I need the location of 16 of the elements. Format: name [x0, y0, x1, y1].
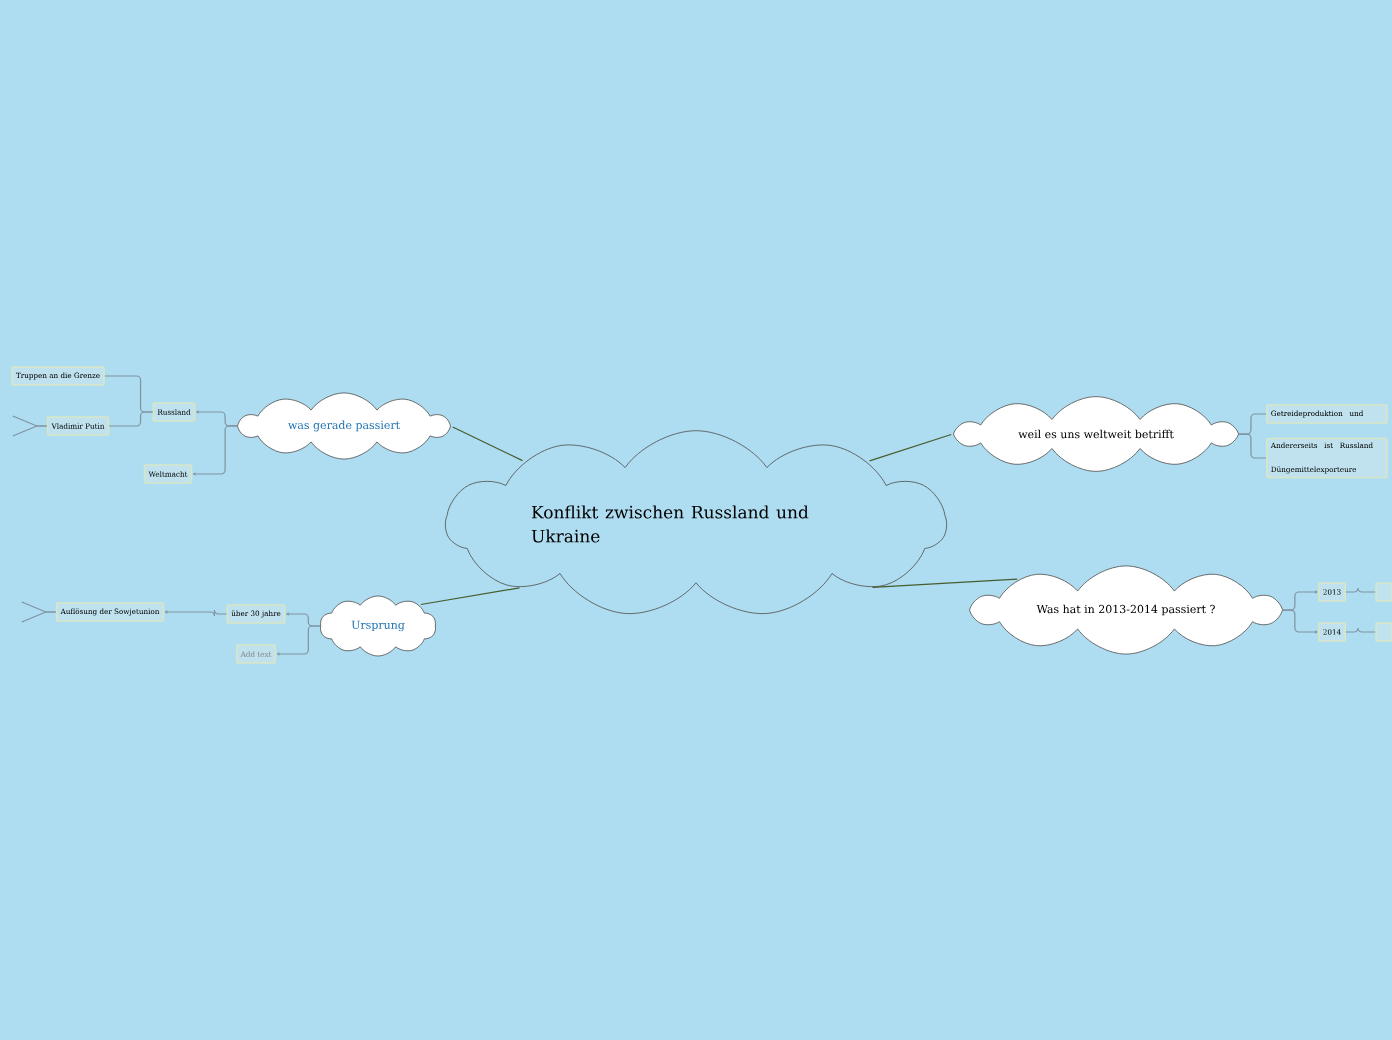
- branch-line: [164, 609, 228, 617]
- connector-line: [452, 426, 524, 462]
- branch-line: [108, 411, 154, 427]
- branch-line: [1345, 627, 1376, 633]
- connector-line: [869, 433, 952, 462]
- branch-line: [1238, 433, 1267, 459]
- branch-line: [276, 625, 321, 656]
- branch-line: [192, 425, 238, 476]
- topic-box: [1375, 582, 1392, 602]
- branch-line: [1345, 587, 1376, 593]
- branch-line: [12, 415, 48, 427]
- topic-box: [1375, 622, 1392, 642]
- connector-line: [871, 578, 1018, 588]
- connector-line: [420, 587, 521, 606]
- branch-line: [21, 601, 57, 613]
- branch-line: [1282, 609, 1318, 634]
